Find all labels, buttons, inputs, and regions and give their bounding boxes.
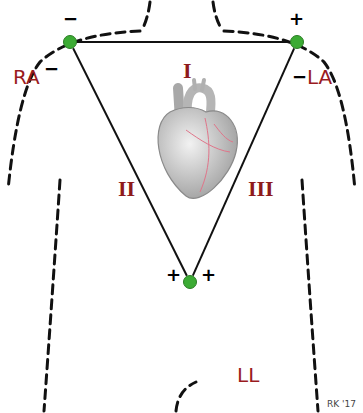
lead-line [73, 48, 187, 275]
electrode-label: RA [13, 67, 40, 87]
coronary-vessels [186, 118, 233, 192]
lead-label: II [118, 178, 135, 200]
polarity-sign: − [63, 10, 78, 28]
torso-right [302, 180, 318, 411]
author-mark: RK '17 [327, 400, 356, 409]
arteries [194, 80, 204, 90]
neck-right [213, 2, 222, 30]
lead-label: I [183, 60, 192, 82]
heart-body [158, 108, 237, 199]
shoulder-left [8, 31, 140, 190]
electrode-dot: LL [183, 275, 197, 289]
torso-left [44, 180, 60, 411]
legs-split [176, 382, 196, 411]
shoulder-right [224, 31, 355, 190]
polarity-sign: + [201, 266, 216, 284]
polarity-sign: − [292, 68, 307, 86]
electrode-dot: RA [63, 35, 77, 49]
electrode-label: LA [307, 67, 332, 87]
electrode-label: LL [237, 365, 259, 385]
electrode-dot: LA [290, 35, 304, 49]
polarity-sign: + [289, 10, 304, 28]
lead-line [77, 41, 290, 43]
neck-left [142, 2, 150, 30]
polarity-sign: − [44, 60, 59, 78]
lead-line [193, 48, 294, 275]
polarity-sign: + [166, 266, 181, 284]
lead-label: III [248, 178, 274, 200]
